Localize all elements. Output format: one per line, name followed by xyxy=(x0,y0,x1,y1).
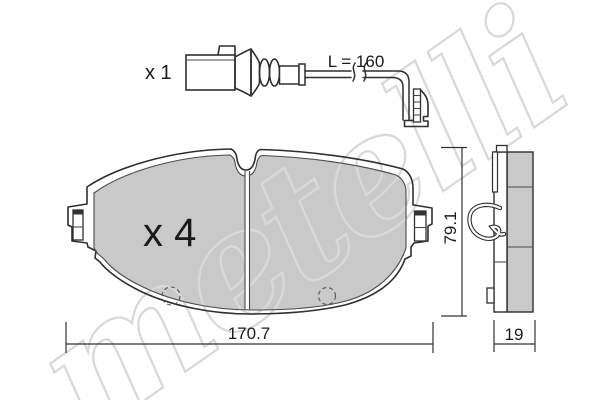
sensor-connector xyxy=(185,45,236,91)
sensor-clip xyxy=(403,88,429,128)
rivet-hole-right xyxy=(317,286,337,306)
dimension-height xyxy=(441,146,467,317)
side-top-tab xyxy=(495,144,508,153)
left-abutment-lug xyxy=(72,209,84,241)
dimension-thickness xyxy=(493,320,536,352)
wire-break-symbol xyxy=(352,62,367,82)
side-bottom-tab xyxy=(486,287,495,304)
friction-outline xyxy=(93,154,407,311)
width-dimension-label: 170.7 xyxy=(228,324,271,343)
backplate-outline xyxy=(67,148,433,315)
thickness-dimension-label: 19 xyxy=(505,325,524,344)
side-view xyxy=(467,144,534,313)
spring-clip xyxy=(467,202,507,241)
sensor-quantity-label: x 1 xyxy=(145,62,172,84)
rivet-hole-left xyxy=(161,286,181,306)
sensor-boot xyxy=(234,48,306,97)
dimension-width xyxy=(65,322,434,353)
wear-sensor-assembly xyxy=(185,45,429,128)
pad-quantity-label: x 4 xyxy=(143,211,196,255)
height-dimension-label: 79.1 xyxy=(441,211,460,244)
center-slot xyxy=(244,171,251,309)
labels-layer: x 1 L = 160 x 4 170.7 79.1 19 xyxy=(143,52,523,344)
side-shim-strip xyxy=(491,151,499,193)
side-friction-fill xyxy=(507,152,533,312)
sensor-length-label: L = 160 xyxy=(328,52,385,71)
sensor-wire xyxy=(304,62,410,121)
linework-layer xyxy=(65,45,536,353)
right-abutment-lug xyxy=(413,210,427,242)
